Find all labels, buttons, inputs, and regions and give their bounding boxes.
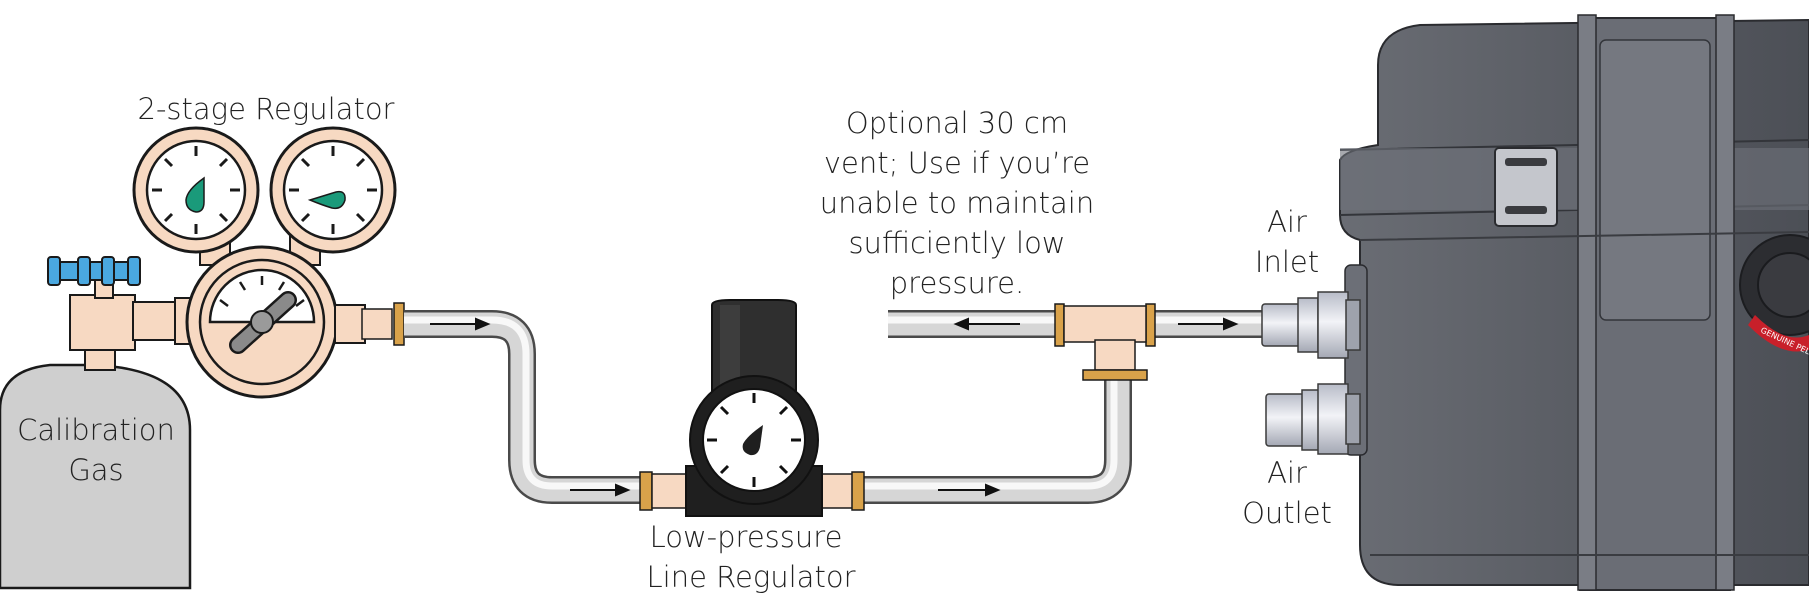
- air-inlet-label-line1: Air: [1267, 205, 1307, 239]
- gauge-needle-icon: [185, 176, 205, 213]
- calibration-gas-label-line2: Gas: [68, 453, 123, 487]
- flow-arrow-right-icon: [938, 483, 1001, 497]
- tee-fitting: [1054, 303, 1156, 381]
- vent-note-line2: vent; Use if you’re: [824, 146, 1090, 180]
- low-pressure-line-regulator: [639, 299, 865, 517]
- calibration-gas-cylinder: [0, 339, 192, 590]
- air-inlet-fitting: [1261, 291, 1361, 359]
- air-outlet-fitting: [1265, 383, 1361, 455]
- line-regulator-label-line1: Low-pressure: [650, 520, 843, 554]
- valve-handle-icon: [47, 256, 141, 286]
- air-outlet-label-line1: Air: [1267, 456, 1307, 490]
- two-stage-regulator-label: 2-stage Regulator: [138, 92, 395, 126]
- flow-arrow-right-icon: [570, 483, 631, 497]
- vent-note-line1: Optional 30 cm: [846, 106, 1068, 140]
- gauge-needle-icon: [307, 190, 346, 210]
- line-regulator-label-line2: Line Regulator: [647, 560, 856, 594]
- instrument-case: GENUINE PELI: [1339, 14, 1809, 591]
- flow-arrows: [430, 317, 1239, 497]
- flow-arrow-right-icon: [1178, 317, 1239, 331]
- flow-arrow-right-icon: [430, 317, 491, 331]
- low-pressure-gauge: [269, 126, 397, 254]
- air-outlet-label-line2: Outlet: [1242, 496, 1332, 530]
- two-stage-regulator: [47, 126, 405, 399]
- calibration-gas-label-line1: Calibration: [17, 413, 175, 447]
- gauge-needle-icon: [742, 425, 763, 456]
- vent-note-line4: sufficiently low: [848, 226, 1065, 260]
- vent-note-line3: unable to maintain: [820, 186, 1094, 220]
- air-inlet-label-line2: Inlet: [1255, 245, 1319, 279]
- high-pressure-gauge: [132, 126, 260, 254]
- flow-arrow-left-icon: [953, 317, 1020, 331]
- vent-note-line5: pressure.: [890, 266, 1024, 300]
- gas-line: [404, 310, 1262, 504]
